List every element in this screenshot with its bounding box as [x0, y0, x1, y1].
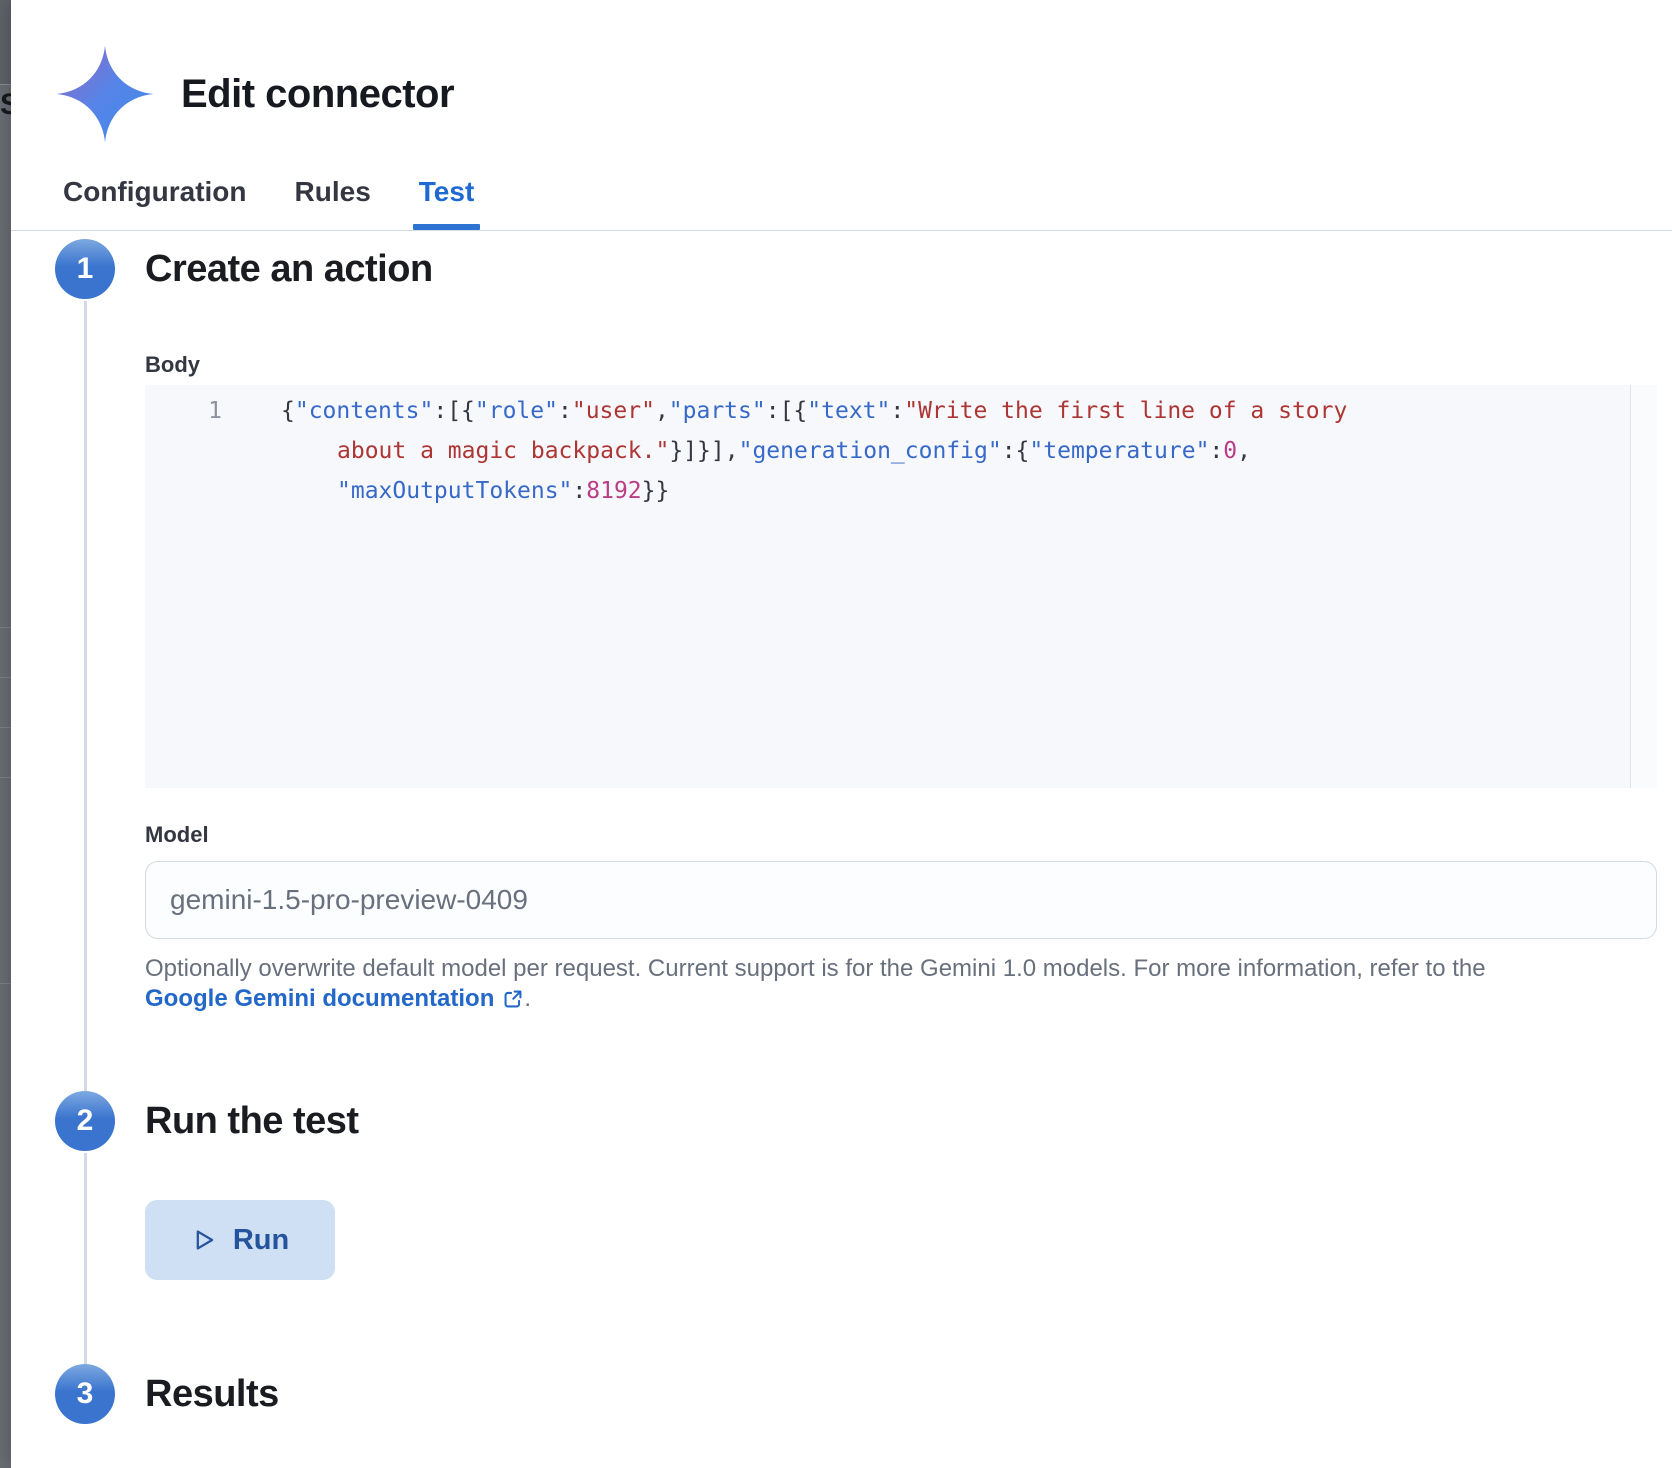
run-button-label: Run: [232, 1223, 290, 1256]
model-input[interactable]: [145, 861, 1657, 939]
step-3-title: Results: [145, 1373, 279, 1415]
step-2-indicator: 2: [55, 1091, 115, 1151]
background-row-divider: [0, 777, 11, 778]
line-number: 1: [208, 398, 222, 424]
tab-test[interactable]: Test: [412, 176, 480, 230]
gemini-docs-link-label: Google Gemini documentation: [145, 985, 495, 1012]
tab-configuration[interactable]: Configuration: [63, 176, 247, 207]
background-page: S: [0, 0, 11, 1468]
code-line: "maxOutputTokens":8192}}: [145, 471, 1657, 511]
tabbar-divider: [11, 230, 1672, 231]
flyout-header: Edit connector: [11, 0, 1672, 150]
body-code-editor[interactable]: 1{"contents":[{"role":"user","parts":[{"…: [145, 385, 1657, 788]
test-steps: 1 Create an action Body 1{"contents":[{"…: [11, 231, 1672, 1424]
step-run-test: 2 Run the test Run: [55, 1091, 1657, 1364]
tab-rules[interactable]: Rules: [294, 176, 371, 207]
step-2-title: Run the test: [145, 1100, 359, 1142]
background-row-divider: [0, 983, 11, 984]
background-header-strip: [0, 0, 11, 85]
page-title: Edit connector: [181, 71, 455, 116]
code-lines: 1{"contents":[{"role":"user","parts":[{"…: [145, 385, 1657, 511]
model-field-label: Model: [145, 822, 209, 847]
body-field-label: Body: [145, 352, 200, 377]
step-results: 3 Results: [55, 1364, 1657, 1424]
gemini-docs-link[interactable]: Google Gemini documentation: [145, 985, 524, 1013]
external-link-icon: [504, 990, 522, 1008]
step-create-action: 1 Create an action Body 1{"contents":[{"…: [55, 239, 1657, 1091]
editor-scrollbar[interactable]: [1630, 385, 1657, 788]
tab-bar: Configuration Rules Test: [63, 176, 1672, 230]
edit-connector-flyout: Edit connector Configuration Rules Test …: [11, 0, 1672, 1468]
step-1-indicator: 1: [55, 239, 115, 299]
help-suffix: .: [524, 985, 532, 1012]
code-line: 1{"contents":[{"role":"user","parts":[{"…: [145, 391, 1657, 431]
step-1-title: Create an action: [145, 248, 433, 290]
model-help-link-line: Google Gemini documentation .: [145, 985, 1657, 1013]
line-number: [145, 471, 222, 511]
model-help-text: Optionally overwrite default model per r…: [145, 955, 1486, 982]
step-3-indicator: 3: [55, 1364, 115, 1424]
code-line: about a magic backpack."}]}],"generation…: [145, 431, 1657, 471]
run-button[interactable]: Run: [145, 1200, 335, 1280]
gemini-sparkle-icon: [56, 45, 154, 143]
play-icon: [196, 1230, 214, 1250]
background-row-divider: [0, 627, 11, 628]
line-number: [145, 431, 222, 471]
background-clipped-text: S: [0, 88, 11, 121]
step-connector: [83, 301, 87, 1091]
background-row-divider: [0, 677, 11, 678]
step-connector: [83, 1153, 87, 1364]
background-row-divider: [0, 727, 11, 728]
